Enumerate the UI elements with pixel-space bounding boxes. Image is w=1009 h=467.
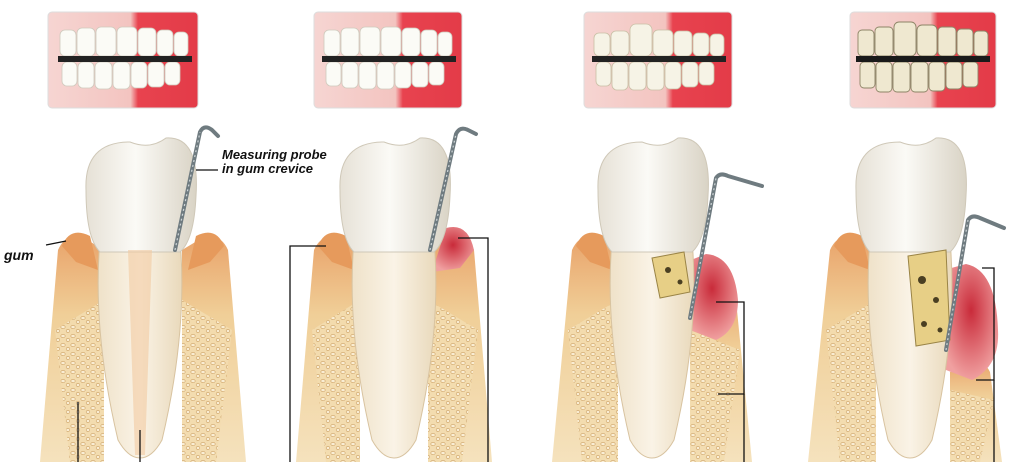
probe-label-line2: in gum crevice [222, 162, 327, 176]
tooth-section-1 [40, 127, 246, 462]
mouth-thumbnail-3 [584, 12, 732, 108]
probe-label: Measuring probe in gum crevice [222, 148, 327, 177]
tooth-section-4 [808, 138, 1004, 462]
gum-label: gum [4, 248, 34, 263]
tooth-section-3 [552, 138, 762, 462]
mouth-thumbnail-1 [48, 12, 198, 108]
mouth-thumbnail-4 [850, 12, 996, 108]
tooth-section-2 [296, 129, 492, 462]
mouth-thumbnail-2 [314, 12, 462, 108]
probe-label-line1: Measuring probe [222, 148, 327, 162]
